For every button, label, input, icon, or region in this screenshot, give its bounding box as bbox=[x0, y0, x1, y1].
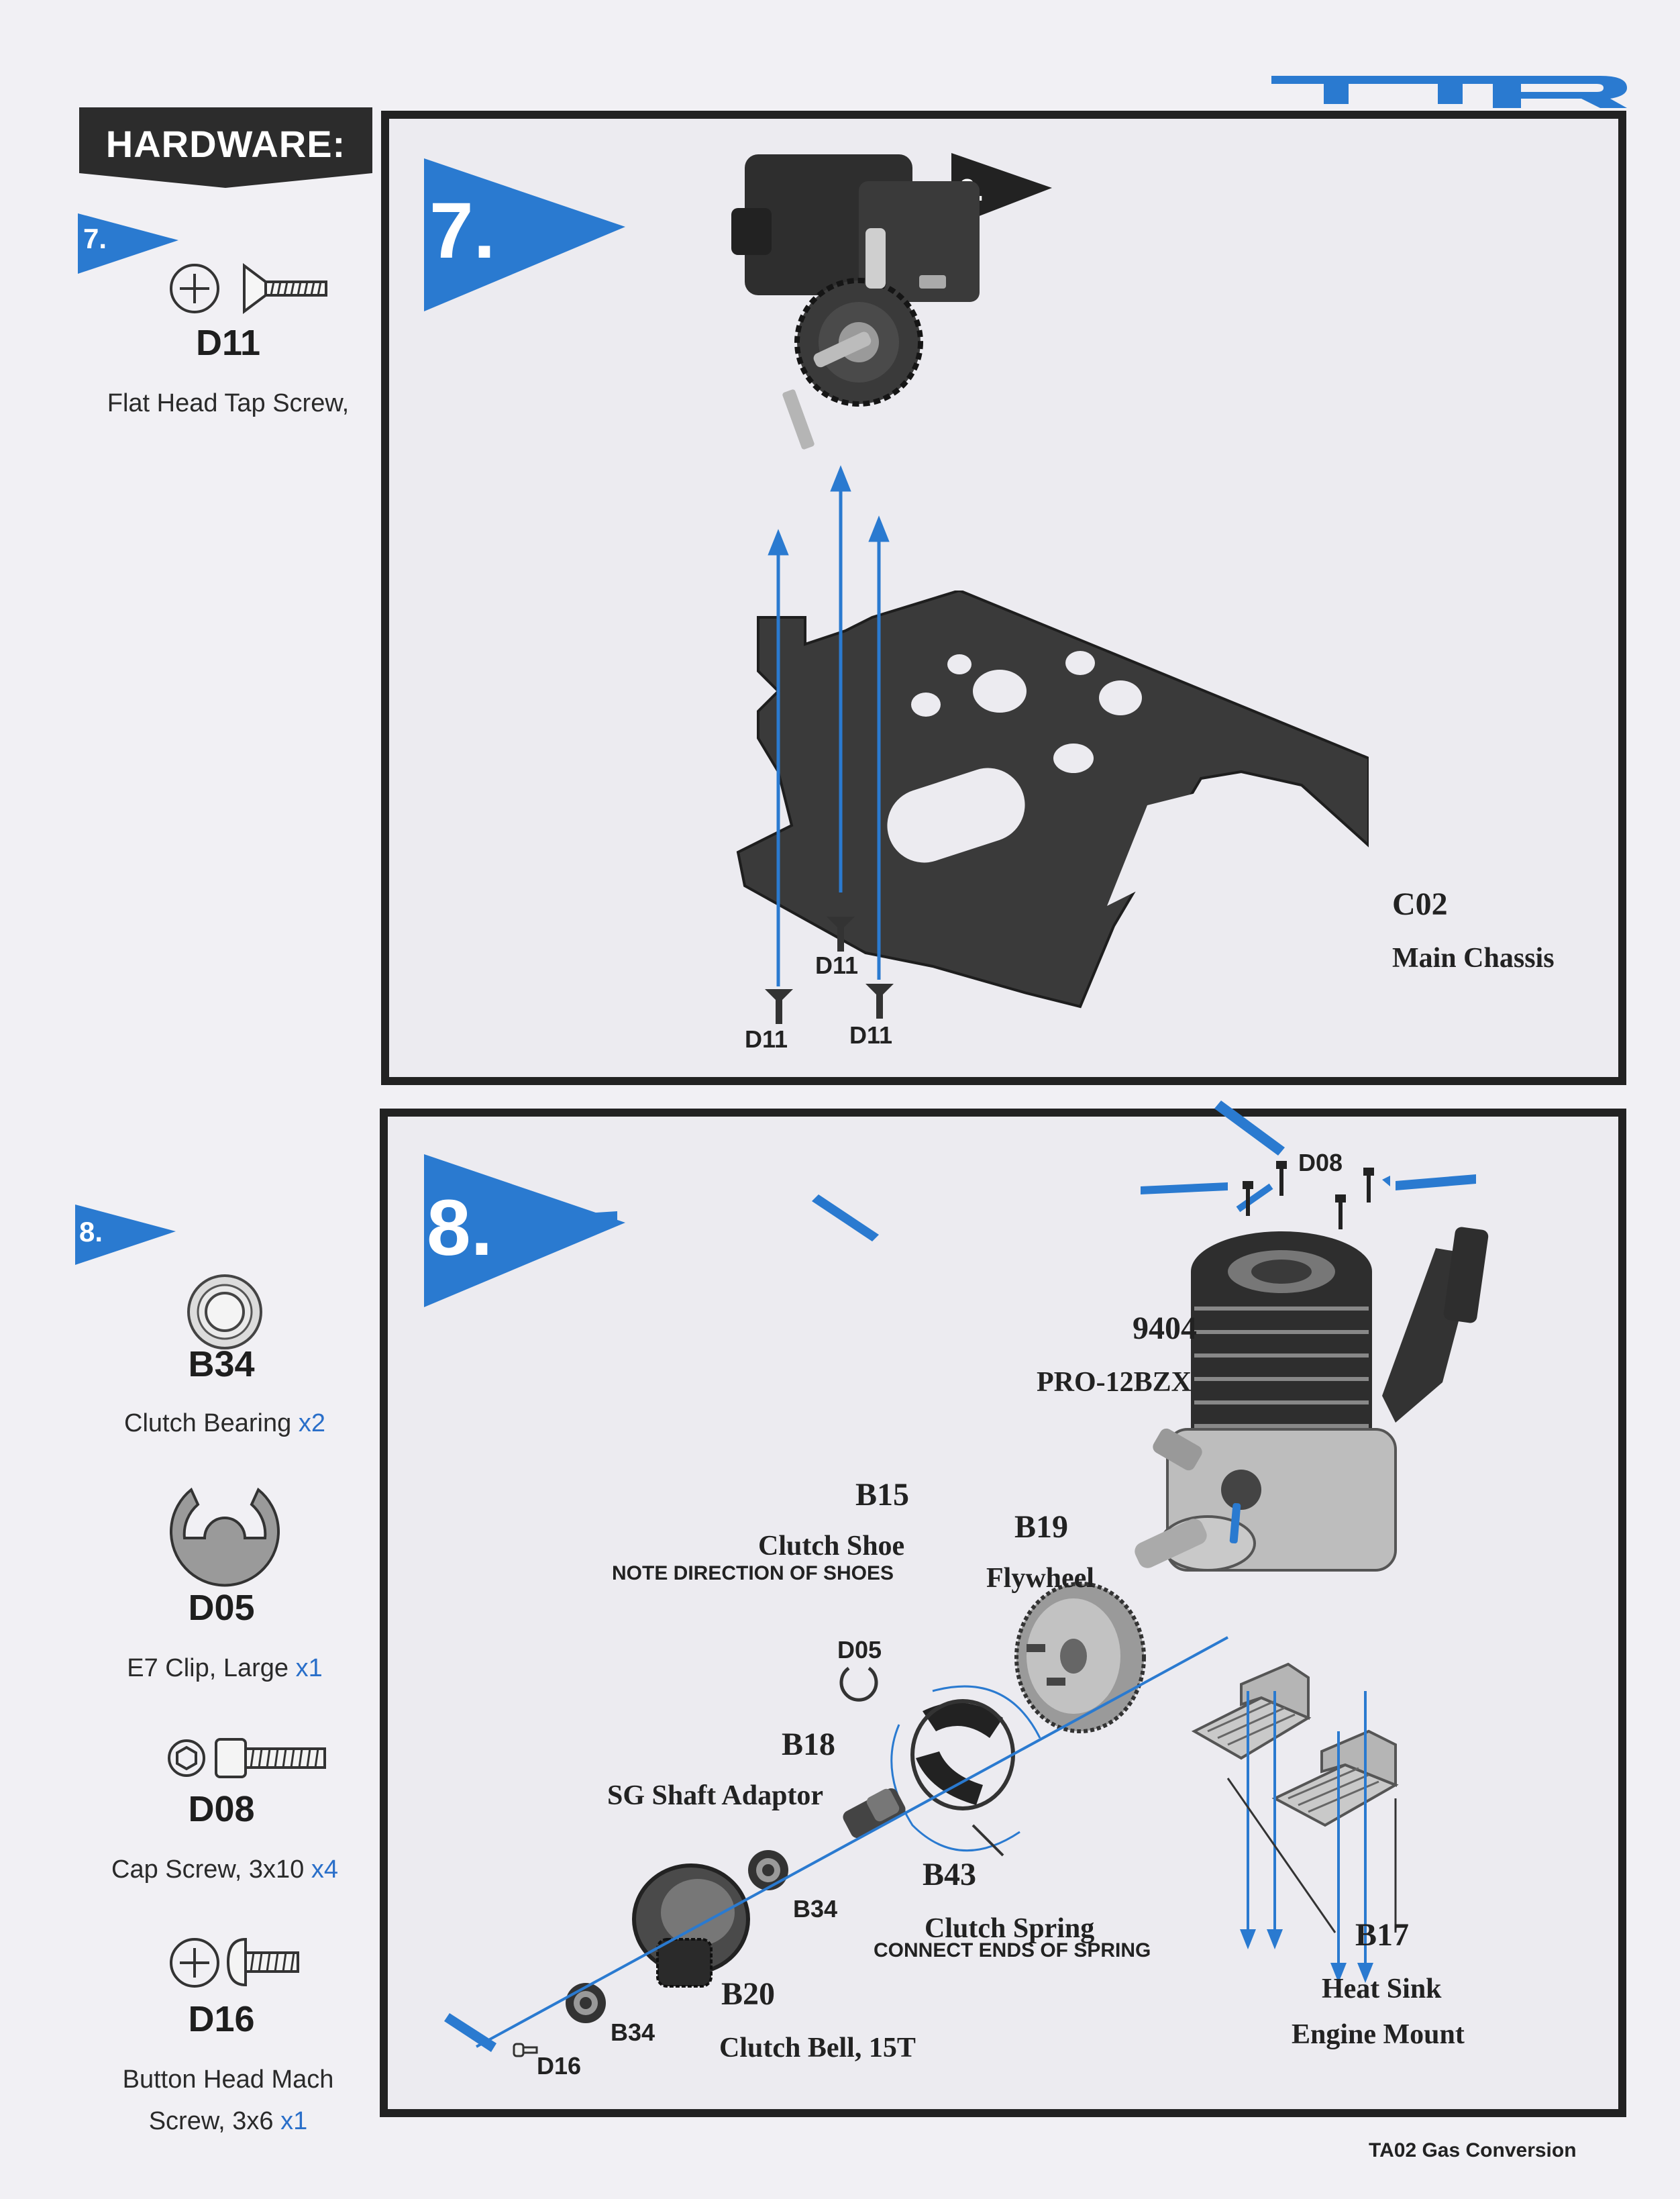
hardware-desc-d05-text: E7 Clip, Large bbox=[127, 1654, 289, 1682]
hardware-header: HARDWARE: bbox=[105, 123, 346, 165]
label-d05: D05 bbox=[837, 1636, 882, 1664]
b19-name: Flywheel bbox=[986, 1563, 1094, 1594]
hardware-desc-b34-text: Clutch Bearing bbox=[124, 1409, 292, 1437]
flat-screw-icon-a bbox=[765, 989, 793, 1024]
hardware-desc-d08: Cap Screw, 3x10 x4 bbox=[84, 1849, 366, 1890]
cap-screw-icon bbox=[215, 1738, 326, 1778]
step7-arrows bbox=[768, 465, 890, 986]
b15-note: NOTE DIRECTION OF SHOES bbox=[612, 1562, 894, 1584]
label-b34-lower: B34 bbox=[611, 2018, 655, 2046]
hex-socket-icon bbox=[168, 1739, 205, 1777]
step8-number: 8. bbox=[427, 1184, 493, 1272]
step8-panel bbox=[380, 1109, 1626, 2117]
flat-head-screw-icon bbox=[243, 263, 327, 314]
hardware-desc-d16-line1: Button Head Mach bbox=[122, 2065, 334, 2094]
phillips-head-icon-d16 bbox=[170, 1938, 219, 1988]
b15-code: B15 bbox=[855, 1477, 910, 1513]
flywheel-illustration bbox=[1014, 1582, 1146, 1733]
e-clip-small-icon bbox=[839, 1666, 878, 1702]
shaft-adaptor-illustration bbox=[843, 1788, 906, 1839]
hardware-desc-b34: Clutch Bearing x2 bbox=[84, 1402, 366, 1444]
e-clip-icon bbox=[170, 1487, 280, 1587]
b43-name: Clutch Spring bbox=[925, 1913, 1095, 1944]
cap-screw-small-icons bbox=[1243, 1161, 1374, 1229]
chassis-code: C02 bbox=[1392, 886, 1448, 922]
main-chassis-illustration bbox=[736, 591, 1369, 1009]
hardware-header-banner bbox=[79, 107, 372, 188]
hardware-step7-number: 7. bbox=[83, 223, 107, 254]
clutch-bell-illustration bbox=[632, 1863, 750, 1988]
button-head-screw-icon bbox=[227, 1937, 299, 1987]
hardware-step8-flag bbox=[75, 1205, 176, 1265]
b17-code: B17 bbox=[1355, 1917, 1410, 1953]
engine-code: 9404 bbox=[1133, 1311, 1197, 1346]
hardware-desc-d08-text: Cap Screw, 3x10 bbox=[111, 1855, 305, 1884]
hardware-code-d11: D11 bbox=[195, 323, 261, 363]
screw-label-d11-c: D11 bbox=[849, 1021, 893, 1049]
b43-note: CONNECT ENDS OF SPRING bbox=[874, 1939, 1151, 1961]
footer-doc-title: TA02 Gas Conversion bbox=[1369, 2139, 1577, 2161]
label-b34-upper: B34 bbox=[793, 1895, 838, 1923]
step7-flag bbox=[424, 158, 625, 311]
hardware-desc-d05: E7 Clip, Large x1 bbox=[84, 1647, 366, 1689]
bearing-icon bbox=[187, 1274, 262, 1349]
b20-code: B20 bbox=[721, 1976, 776, 2012]
b18-code: B18 bbox=[782, 1727, 836, 1762]
step8-flag bbox=[424, 1154, 625, 1307]
label-d16: D16 bbox=[537, 2052, 582, 2080]
b15-name: Clutch Shoe bbox=[758, 1531, 905, 1562]
hardware-code-d05: D05 bbox=[188, 1588, 255, 1628]
screw-label-d11-a: D11 bbox=[745, 1025, 788, 1053]
b17-name1: Heat Sink bbox=[1322, 1974, 1442, 2004]
hardware-code-b34: B34 bbox=[188, 1344, 255, 1384]
hardware-qty-b34: x2 bbox=[298, 1409, 325, 1437]
b43-code: B43 bbox=[923, 1857, 977, 1892]
clutch-spring-illustration bbox=[890, 1685, 1041, 1857]
bearing-b34-upper bbox=[748, 1850, 788, 1890]
button-screw-small-icon bbox=[513, 2043, 538, 2057]
hardware-qty-d08: x4 bbox=[311, 1855, 338, 1884]
engine-name: PRO-12BZX bbox=[1037, 1367, 1192, 1398]
screw-label-d11-b: D11 bbox=[815, 952, 859, 979]
hardware-step8-number: 8. bbox=[79, 1216, 103, 1247]
hardware-qty-d16: x1 bbox=[280, 2107, 308, 2135]
engine-illustration bbox=[1135, 1227, 1489, 1572]
b19-code: B19 bbox=[1014, 1509, 1069, 1545]
flat-screw-icon-c bbox=[865, 984, 894, 1019]
step7-panel bbox=[381, 111, 1626, 1085]
blue-pointer-arrows bbox=[1141, 1101, 1476, 1194]
phillips-head-icon bbox=[170, 264, 219, 313]
b17-name2: Engine Mount bbox=[1292, 2019, 1465, 2050]
chassis-name: Main Chassis bbox=[1392, 943, 1555, 974]
step8-arrows bbox=[444, 1183, 1397, 2052]
b18-name: SG Shaft Adaptor bbox=[607, 1780, 824, 1811]
hardware-code-d16: D16 bbox=[188, 1999, 255, 2039]
gearbox-illustration bbox=[731, 154, 980, 450]
hardware-desc-d16-text: Screw, 3x6 bbox=[148, 2107, 274, 2135]
hardware-desc-d16-line2: Screw, 3x6 x1 bbox=[87, 2100, 369, 2142]
hardware-desc-d11: Flat Head Tap Screw, bbox=[107, 389, 350, 417]
clutch-shoe-illustration bbox=[910, 1699, 1015, 1810]
hardware-qty-d05: x1 bbox=[295, 1654, 323, 1682]
b20-name: Clutch Bell, 15T bbox=[719, 2033, 916, 2063]
hardware-step7-flag bbox=[78, 213, 178, 274]
ttr-logo bbox=[1271, 76, 1627, 108]
flat-screw-icon-b bbox=[827, 917, 855, 952]
label-d08: D08 bbox=[1298, 1149, 1343, 1176]
hardware-code-d08: D08 bbox=[188, 1789, 255, 1829]
step7-number: 7. bbox=[429, 187, 496, 275]
